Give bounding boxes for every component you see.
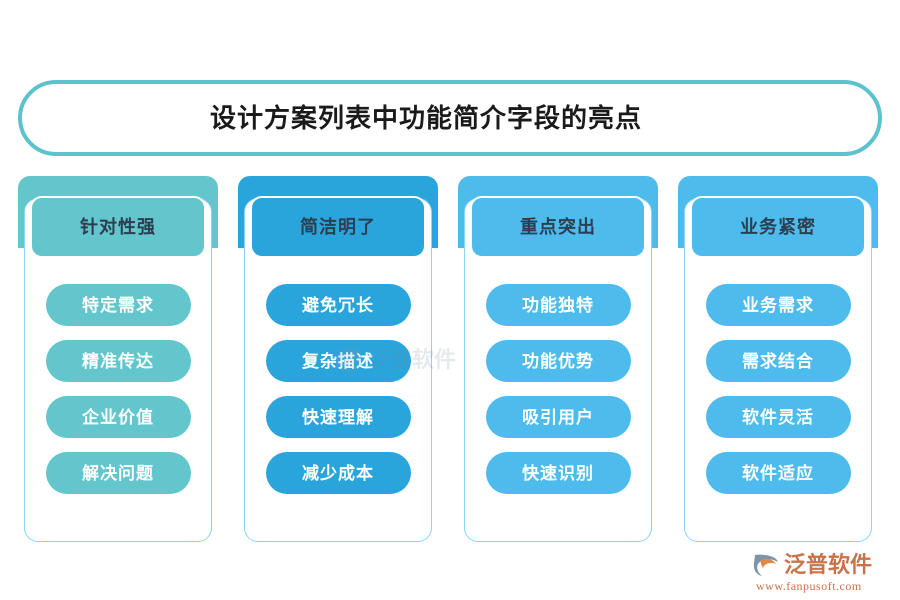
column-1-items: 特定需求 精准传达 企业价值 解决问题 — [24, 284, 212, 494]
list-item[interactable]: 避免冗长 — [265, 284, 411, 326]
list-item[interactable]: 减少成本 — [265, 452, 411, 494]
page-title: 设计方案列表中功能简介字段的亮点 — [209, 103, 642, 133]
list-item[interactable]: 功能优势 — [485, 340, 631, 382]
column-4-header[interactable]: 业务紧密 — [690, 196, 866, 258]
brand-logo-name: 泛普软件 — [784, 552, 873, 577]
list-item-label: 吸引用户 — [522, 407, 594, 427]
list-item[interactable]: 软件适应 — [705, 452, 851, 494]
list-item[interactable]: 复杂描述 — [265, 340, 411, 382]
column-1-header[interactable]: 针对性强 — [30, 196, 206, 258]
list-item[interactable]: 功能独特 — [485, 284, 631, 326]
list-item-label: 避免冗长 — [302, 295, 374, 315]
column-2-header-label: 简洁明了 — [300, 217, 376, 237]
column-1-header-label: 针对性强 — [80, 217, 156, 237]
fanpu-swoosh-icon — [752, 552, 780, 578]
list-item[interactable]: 业务需求 — [705, 284, 851, 326]
list-item[interactable]: 吸引用户 — [485, 396, 631, 438]
brand-logo-row: 泛普软件 — [752, 552, 892, 578]
list-item-label: 功能优势 — [522, 351, 594, 371]
list-item[interactable]: 企业价值 — [45, 396, 191, 438]
list-item-label: 需求结合 — [742, 351, 814, 371]
column-2-header[interactable]: 简洁明了 — [250, 196, 426, 258]
list-item-label: 复杂描述 — [302, 351, 374, 371]
column-2-items: 避免冗长 复杂描述 快速理解 减少成本 — [244, 284, 432, 494]
page-title-banner: 设计方案列表中功能简介字段的亮点 — [18, 80, 882, 156]
list-item-label: 减少成本 — [302, 463, 374, 483]
list-item[interactable]: 解决问题 — [45, 452, 191, 494]
list-item-label: 精准传达 — [82, 351, 154, 371]
list-item-label: 企业价值 — [82, 407, 154, 427]
list-item-label: 特定需求 — [82, 295, 154, 315]
column-3: 重点突出 功能独特 功能优势 吸引用户 快速识别 — [458, 176, 658, 542]
list-item-label: 软件适应 — [742, 463, 814, 483]
brand-logo: 泛普软件 www.fanpusoft.com — [752, 552, 892, 596]
list-item[interactable]: 精准传达 — [45, 340, 191, 382]
column-4: 业务紧密 业务需求 需求结合 软件灵活 软件适应 — [678, 176, 878, 542]
list-item-label: 快速理解 — [302, 407, 374, 427]
column-4-header-label: 业务紧密 — [740, 217, 816, 237]
columns-container: 针对性强 特定需求 精准传达 企业价值 解决问题 简洁明了 避免冗长 复杂描述 … — [0, 176, 900, 546]
list-item-label: 功能独特 — [522, 295, 594, 315]
list-item[interactable]: 快速识别 — [485, 452, 631, 494]
column-1: 针对性强 特定需求 精准传达 企业价值 解决问题 — [18, 176, 218, 542]
list-item-label: 软件灵活 — [742, 407, 814, 427]
column-2: 简洁明了 避免冗长 复杂描述 快速理解 减少成本 — [238, 176, 438, 542]
list-item-label: 解决问题 — [82, 463, 154, 483]
list-item-label: 快速识别 — [522, 463, 594, 483]
list-item-label: 业务需求 — [742, 295, 814, 315]
list-item[interactable]: 特定需求 — [45, 284, 191, 326]
list-item[interactable]: 快速理解 — [265, 396, 411, 438]
column-3-header-label: 重点突出 — [520, 217, 596, 237]
list-item[interactable]: 软件灵活 — [705, 396, 851, 438]
column-3-header[interactable]: 重点突出 — [470, 196, 646, 258]
brand-logo-url: www.fanpusoft.com — [756, 579, 862, 593]
list-item[interactable]: 需求结合 — [705, 340, 851, 382]
column-4-items: 业务需求 需求结合 软件灵活 软件适应 — [684, 284, 872, 494]
column-3-items: 功能独特 功能优势 吸引用户 快速识别 — [464, 284, 652, 494]
